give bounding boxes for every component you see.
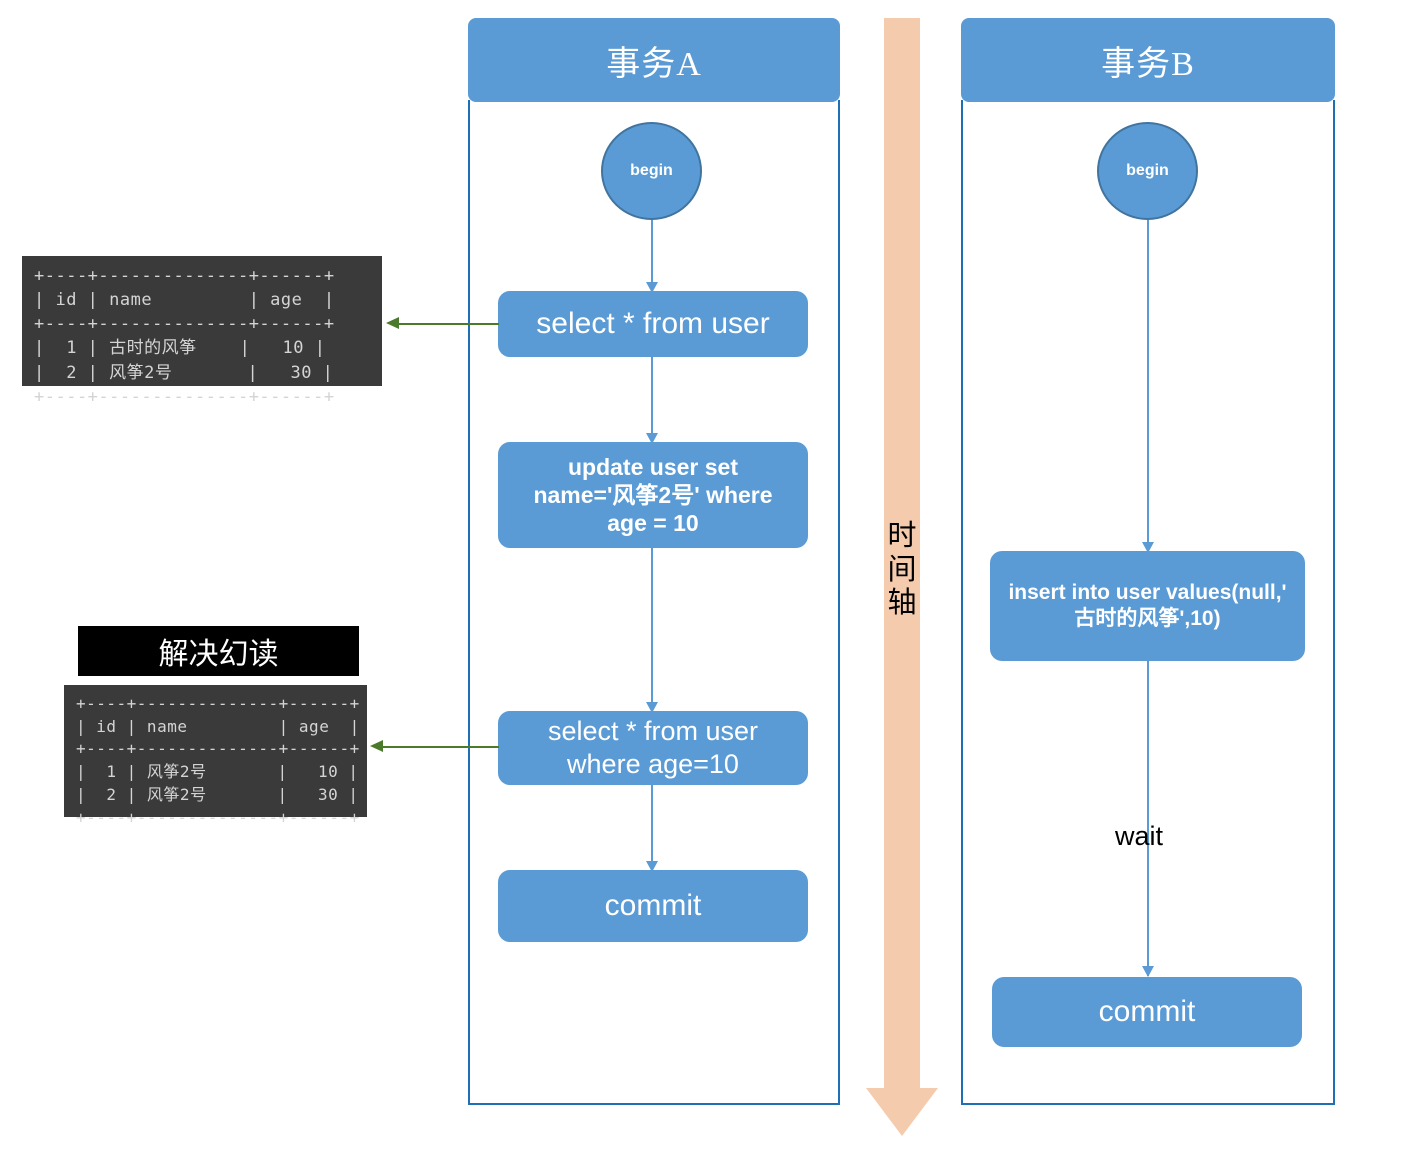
arrow-line [397,323,499,325]
transaction-a-commit[interactable]: commit [498,870,808,942]
connector-a-begin-to-select [646,220,658,293]
solve-phantom-read-banner: 解决幻读 [78,626,359,676]
step-label: update user set name='风筝2号' where age = … [533,453,773,537]
connector-a-select-to-commit [646,785,658,872]
transaction-a-header: 事务A [468,18,840,102]
arrow-head [646,282,658,293]
connector-line [651,548,653,712]
transaction-a-step-update[interactable]: update user set name='风筝2号' where age = … [498,442,808,548]
terminal-rows: +----+--------------+------+ | id | name… [34,266,335,407]
commit-label: commit [604,888,702,922]
connector-a-update-to-select-where [646,548,658,713]
arrow-line [381,746,499,748]
arrow-head [646,861,658,872]
arrow-head [370,740,383,752]
transaction-b-step-insert[interactable]: insert into user values(null,' 古时的风筝',10… [990,551,1305,661]
terminal-result-top: +----+--------------+------+ | id | name… [22,256,382,407]
time-axis-label: 时 间 轴 [882,520,922,621]
connector-b-begin-to-insert [1142,220,1154,553]
time-axis-char-3: 轴 [887,587,917,620]
time-axis-arrowhead [866,1088,938,1136]
transaction-b-title: 事务B [1101,45,1195,83]
arrow-head [386,317,399,329]
arrow-head [646,433,658,444]
time-axis-shaft [884,18,920,1088]
wait-text: wait [1115,821,1164,851]
terminal-result-bottom: +----+--------------+------+ | id | name… [64,685,367,827]
time-axis-char-2: 间 [887,553,917,586]
transaction-a-step-select-where[interactable]: select * from user where age=10 [498,711,808,785]
transaction-b-header: 事务B [961,18,1335,102]
connector-a-select-to-update [646,357,658,444]
commit-label: commit [1098,994,1196,1028]
time-axis-char-1: 时 [887,520,917,552]
transaction-a-step-select-all[interactable]: select * from user [498,291,808,357]
connector-line [1147,661,1149,976]
step-label: select * from user [536,306,770,340]
connector-line [1147,220,1149,552]
begin-label: begin [630,162,673,179]
transaction-a-begin-node[interactable]: begin [601,122,702,220]
arrow-head [1142,542,1154,553]
wait-label: wait [1115,821,1163,852]
arrow-head [1142,966,1154,977]
banner-label: 解决幻读 [158,638,279,671]
arrow-head [646,702,658,713]
connector-line [651,220,653,292]
connector-line [651,785,653,871]
transaction-a-title: 事务A [606,45,702,83]
green-arrow-to-top-result [386,317,499,329]
connector-line [651,357,653,443]
step-label: select * from user where age=10 [547,716,759,779]
transaction-b-commit[interactable]: commit [992,977,1302,1047]
begin-label: begin [1126,162,1169,179]
green-arrow-to-bottom-result [370,740,499,752]
terminal-rows: +----+--------------+------+ | id | name… [76,694,360,827]
connector-b-insert-to-commit [1142,661,1154,977]
step-label: insert into user values(null,' 古时的风筝',10… [1008,581,1287,630]
transaction-b-begin-node[interactable]: begin [1097,122,1198,220]
